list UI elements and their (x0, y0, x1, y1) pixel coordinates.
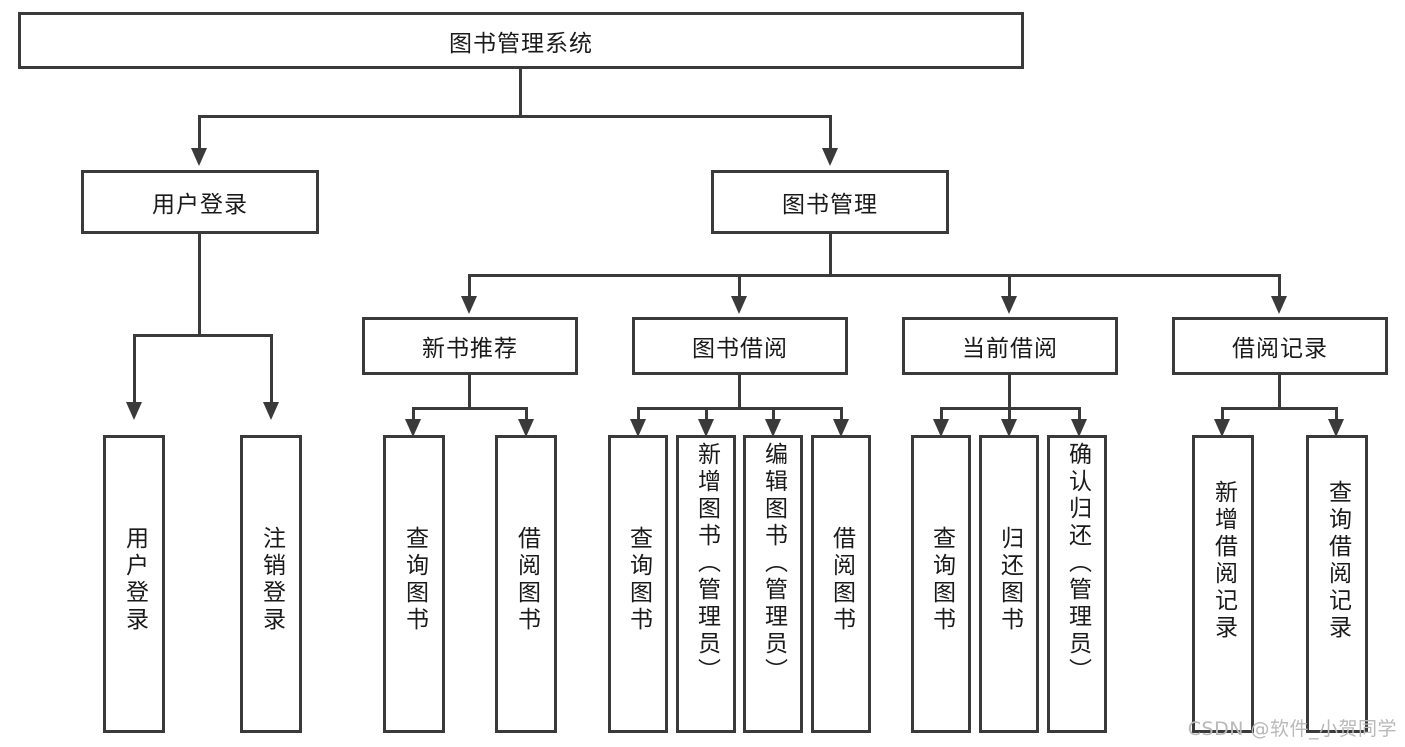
arrow-user-login-leaf-1 (126, 402, 142, 420)
arrow-book-manage-child-2 (731, 296, 747, 314)
arrow-bb-leaf-3 (765, 419, 781, 437)
connector-user-login-drop-2 (270, 334, 273, 404)
leaf-book-borrow-3-label: 编辑图书（管理员） (760, 442, 787, 685)
leaf-current-borrow-2-label: 归还图书 (996, 526, 1023, 634)
node-book-manage[interactable]: 图书管理 (711, 170, 949, 234)
connector-book-manage-drop-4 (1278, 274, 1281, 298)
arrow-book-manage-child-4 (1271, 296, 1287, 314)
arrow-bb-leaf-4 (833, 419, 849, 437)
arrow-nbr-leaf-2 (518, 419, 534, 437)
leaf-book-borrow-4[interactable]: 借阅图书 (811, 435, 871, 733)
leaf-current-borrow-2[interactable]: 归还图书 (979, 435, 1039, 733)
leaf-user-login-1-label: 用户登录 (121, 526, 148, 634)
arrow-root-to-user-login (191, 148, 207, 166)
connector-book-manage-drop-3 (1008, 274, 1011, 298)
connector-user-login-stem (198, 234, 201, 336)
connector-cb-drop-2 (1008, 407, 1011, 421)
leaf-current-borrow-1[interactable]: 查询图书 (911, 435, 971, 733)
leaf-user-login-2-label: 注销登录 (258, 526, 285, 634)
node-new-book-recommend-label: 新书推荐 (422, 336, 518, 362)
connector-new-book-recommend-bar (412, 407, 528, 410)
arrow-book-manage-child-3 (1001, 296, 1017, 314)
arrow-br-leaf-2 (1328, 419, 1344, 437)
connector-bb-drop-1 (637, 407, 640, 421)
arrow-bb-leaf-1 (630, 419, 646, 437)
leaf-new-book-recommend-1-label: 查询图书 (401, 526, 428, 634)
connector-root-to-user-login (198, 115, 201, 150)
leaf-user-login-2[interactable]: 注销登录 (240, 435, 302, 733)
leaf-new-book-recommend-1[interactable]: 查询图书 (383, 435, 445, 733)
node-borrow-record[interactable]: 借阅记录 (1172, 317, 1388, 375)
node-new-book-recommend[interactable]: 新书推荐 (362, 317, 578, 375)
arrow-cb-leaf-3 (1071, 419, 1087, 437)
connector-br-drop-1 (1221, 407, 1224, 421)
connector-root-bar (198, 115, 832, 118)
leaf-book-borrow-1[interactable]: 查询图书 (608, 435, 668, 733)
leaf-current-borrow-3[interactable]: 确认归还（管理员） (1047, 435, 1107, 733)
node-book-borrow-label: 图书借阅 (692, 336, 788, 362)
node-borrow-record-label: 借阅记录 (1232, 336, 1328, 362)
connector-borrow-record-bar (1221, 407, 1338, 410)
connector-borrow-record-stem (1278, 375, 1281, 409)
node-current-borrow-label: 当前借阅 (962, 336, 1058, 362)
connector-book-manage-bar (468, 274, 1280, 277)
leaf-user-login-1[interactable]: 用户登录 (103, 435, 165, 733)
arrow-cb-leaf-2 (1001, 419, 1017, 437)
leaf-borrow-record-2[interactable]: 查询借阅记录 (1306, 435, 1368, 733)
connector-bb-drop-2 (705, 407, 708, 421)
node-current-borrow[interactable]: 当前借阅 (902, 317, 1118, 375)
node-book-manage-label: 图书管理 (782, 192, 878, 218)
arrow-user-login-leaf-2 (263, 402, 279, 420)
connector-new-book-recommend-stem (468, 375, 471, 409)
leaf-book-borrow-1-label: 查询图书 (625, 526, 652, 634)
node-root-label: 图书管理系统 (449, 30, 593, 57)
connector-root-to-book-manage (829, 115, 832, 150)
arrow-nbr-leaf-1 (405, 419, 421, 437)
connector-bb-drop-4 (840, 407, 843, 421)
leaf-new-book-recommend-2[interactable]: 借阅图书 (495, 435, 557, 733)
node-user-login[interactable]: 用户登录 (81, 170, 319, 234)
connector-user-login-drop-1 (133, 334, 136, 404)
connector-book-borrow-stem (738, 375, 741, 409)
connector-user-login-bar (133, 334, 273, 337)
leaf-borrow-record-2-label: 查询借阅记录 (1324, 480, 1351, 642)
connector-root-stem (519, 69, 522, 116)
leaf-borrow-record-1[interactable]: 新增借阅记录 (1192, 435, 1254, 733)
connector-book-manage-drop-2 (738, 274, 741, 298)
connector-book-borrow-bar (637, 407, 843, 410)
leaf-borrow-record-1-label: 新增借阅记录 (1210, 480, 1237, 642)
arrow-root-to-book-manage (822, 148, 838, 166)
leaf-book-borrow-3[interactable]: 编辑图书（管理员） (743, 435, 803, 733)
connector-current-borrow-stem (1008, 375, 1011, 409)
leaf-current-borrow-1-label: 查询图书 (928, 526, 955, 634)
connector-bb-drop-3 (772, 407, 775, 421)
leaf-book-borrow-2[interactable]: 新增图书（管理员） (676, 435, 736, 733)
csdn-watermark: CSDN @软件_小贺同学 (1187, 718, 1397, 740)
node-root[interactable]: 图书管理系统 (18, 12, 1024, 69)
arrow-bb-leaf-2 (698, 419, 714, 437)
node-book-borrow[interactable]: 图书借阅 (632, 317, 848, 375)
arrow-book-manage-child-1 (461, 296, 477, 314)
connector-book-manage-drop-1 (468, 274, 471, 298)
arrow-cb-leaf-1 (933, 419, 949, 437)
connector-cb-drop-3 (1078, 407, 1081, 421)
connector-cb-drop-1 (940, 407, 943, 421)
connector-br-drop-2 (1335, 407, 1338, 421)
leaf-book-borrow-2-label: 新增图书（管理员） (693, 442, 720, 685)
connector-nbr-drop-2 (525, 407, 528, 421)
arrow-br-leaf-1 (1214, 419, 1230, 437)
connector-book-manage-stem (829, 234, 832, 276)
leaf-new-book-recommend-2-label: 借阅图书 (513, 526, 540, 634)
leaf-current-borrow-3-label: 确认归还（管理员） (1064, 442, 1091, 685)
leaf-book-borrow-4-label: 借阅图书 (828, 526, 855, 634)
connector-nbr-drop-1 (412, 407, 415, 421)
node-user-login-label: 用户登录 (152, 192, 248, 218)
